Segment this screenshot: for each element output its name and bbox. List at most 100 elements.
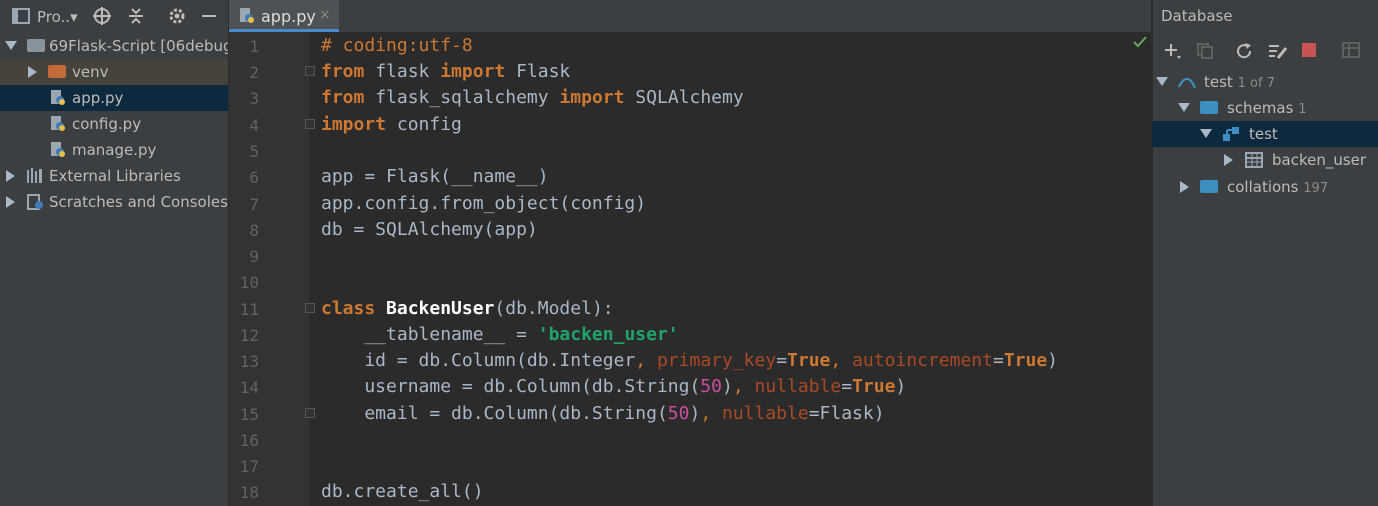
line-number: 11 <box>239 300 259 319</box>
line-number: 14 <box>239 378 259 397</box>
expand-arrow-icon[interactable] <box>1178 103 1190 112</box>
expand-arrow-icon[interactable] <box>1200 129 1212 138</box>
folder-icon <box>48 65 66 78</box>
fold-marker-icon[interactable] <box>305 408 315 418</box>
collapse-arrow-icon[interactable] <box>1224 154 1233 166</box>
collapse-arrow-icon[interactable] <box>6 196 15 208</box>
line-number-gutter: 1 2 3 4 5 6 7 8 9 10 11 12 13 14 15 16 1… <box>229 32 309 506</box>
python-file-icon <box>51 142 65 157</box>
tree-item-project-root[interactable]: 69Flask-Script [06debug <box>0 33 228 59</box>
line-number: 6 <box>249 168 259 187</box>
tree-item-external-libraries[interactable]: External Libraries <box>0 163 228 189</box>
line-number: 12 <box>239 326 259 345</box>
code-line-4: import config <box>321 114 462 135</box>
fold-marker-icon[interactable] <box>305 303 315 313</box>
line-number: 7 <box>249 195 259 214</box>
stop-icon[interactable] <box>1301 42 1317 58</box>
project-toolbar: Pro..▾ <box>0 0 228 32</box>
line-number: 3 <box>249 89 259 108</box>
close-icon[interactable]: × <box>319 7 331 23</box>
line-number: 4 <box>249 116 259 135</box>
line-number: 1 <box>249 37 259 56</box>
edit-icon[interactable] <box>1268 42 1288 60</box>
tree-item-label: app.py <box>72 89 124 107</box>
folder-icon <box>1200 180 1218 193</box>
scratches-icon <box>27 194 43 210</box>
code-line-3: from flask_sqlalchemy import SQLAlchemy <box>321 87 744 108</box>
gear-icon[interactable] <box>168 7 186 25</box>
code-line-1: # coding:utf-8 <box>321 35 473 56</box>
refresh-icon[interactable] <box>1235 42 1253 60</box>
add-icon[interactable] <box>1163 42 1181 60</box>
table-icon <box>1245 152 1263 168</box>
mysql-icon <box>1178 77 1196 89</box>
tab-app-py[interactable]: app.py × <box>229 0 339 32</box>
code-line-13: id = db.Column(db.Integer, primary_key=T… <box>321 350 1059 371</box>
tree-item-label: config.py <box>72 115 142 133</box>
code-editor[interactable] <box>229 0 1151 506</box>
collapse-arrow-icon[interactable] <box>6 170 15 182</box>
tree-item-venv[interactable]: venv <box>0 59 228 85</box>
db-tree-item-schemas[interactable]: schemas 1 <box>1152 95 1378 121</box>
code-line-6: app = Flask(__name__) <box>321 166 549 187</box>
collapse-arrow-icon[interactable] <box>1180 181 1189 193</box>
tab-label: app.py <box>261 7 316 26</box>
tree-item-label: test 1 of 7 <box>1204 73 1275 91</box>
expand-arrow-icon[interactable] <box>1156 77 1168 86</box>
minimize-icon[interactable] <box>200 7 218 25</box>
code-line-7: app.config.from_object(config) <box>321 193 647 214</box>
project-view-icon[interactable] <box>12 8 30 24</box>
line-number: 8 <box>249 221 259 240</box>
line-number: 13 <box>239 352 259 371</box>
code-line-2: from flask import Flask <box>321 61 571 82</box>
tree-item-config-py[interactable]: config.py <box>0 111 228 137</box>
code-line-11: class BackenUser(db.Model): <box>321 298 614 319</box>
tree-item-label: test <box>1249 125 1278 143</box>
line-number: 15 <box>239 405 259 424</box>
line-number: 9 <box>249 247 259 266</box>
fold-marker-icon[interactable] <box>305 66 315 76</box>
tree-item-label: 69Flask-Script [06debug <box>49 37 228 55</box>
db-tree-item-collations[interactable]: collations 197 <box>1152 174 1378 200</box>
tree-item-label: External Libraries <box>49 167 181 185</box>
tree-item-label: manage.py <box>72 141 157 159</box>
tree-item-app-py[interactable]: app.py <box>0 85 228 111</box>
code-line-15: email = db.Column(db.String(50), nullabl… <box>321 403 885 424</box>
tree-item-label: venv <box>72 63 109 81</box>
line-number: 16 <box>239 431 259 450</box>
fold-marker-icon[interactable] <box>305 119 315 129</box>
tree-item-label: backen_user <box>1272 151 1367 169</box>
line-number: 5 <box>249 142 259 161</box>
tree-item-manage-py[interactable]: manage.py <box>0 137 228 163</box>
tree-item-scratches[interactable]: Scratches and Consoles <box>0 189 228 215</box>
code-line-8: db = SQLAlchemy(app) <box>321 219 538 240</box>
duplicate-icon[interactable] <box>1196 42 1214 60</box>
python-file-icon <box>51 116 65 131</box>
code-line-12: __tablename__ = 'backen_user' <box>321 324 679 345</box>
schema-icon <box>1223 127 1239 141</box>
project-view-selector[interactable]: Pro..▾ <box>37 8 78 26</box>
locate-icon[interactable] <box>93 7 111 25</box>
tree-item-label: Scratches and Consoles <box>49 193 228 211</box>
python-file-icon <box>240 8 254 23</box>
libraries-icon <box>27 168 42 183</box>
db-tree-item-table[interactable]: backen_user <box>1152 147 1378 173</box>
line-number: 10 <box>239 273 259 292</box>
db-tree-item-schema-test[interactable]: test <box>1152 121 1378 147</box>
collapse-arrow-icon[interactable] <box>28 66 37 78</box>
code-line-18: db.create_all() <box>321 481 484 502</box>
folder-icon <box>1200 101 1218 114</box>
code-line-14: username = db.Column(db.String(50), null… <box>321 376 907 397</box>
folder-icon <box>27 39 45 52</box>
line-number: 17 <box>239 457 259 476</box>
table-icon[interactable] <box>1342 42 1360 58</box>
expand-arrow-icon[interactable] <box>5 41 17 50</box>
editor-tab-bar: app.py × <box>229 0 1151 32</box>
tree-item-label: schemas 1 <box>1227 99 1307 117</box>
line-number: 18 <box>239 483 259 502</box>
db-tree-item-datasource[interactable]: test 1 of 7 <box>1152 69 1378 95</box>
tree-item-label: collations 197 <box>1227 178 1329 196</box>
database-panel <box>1152 0 1378 506</box>
collapse-all-icon[interactable] <box>127 7 145 25</box>
database-panel-title: Database <box>1161 7 1233 25</box>
